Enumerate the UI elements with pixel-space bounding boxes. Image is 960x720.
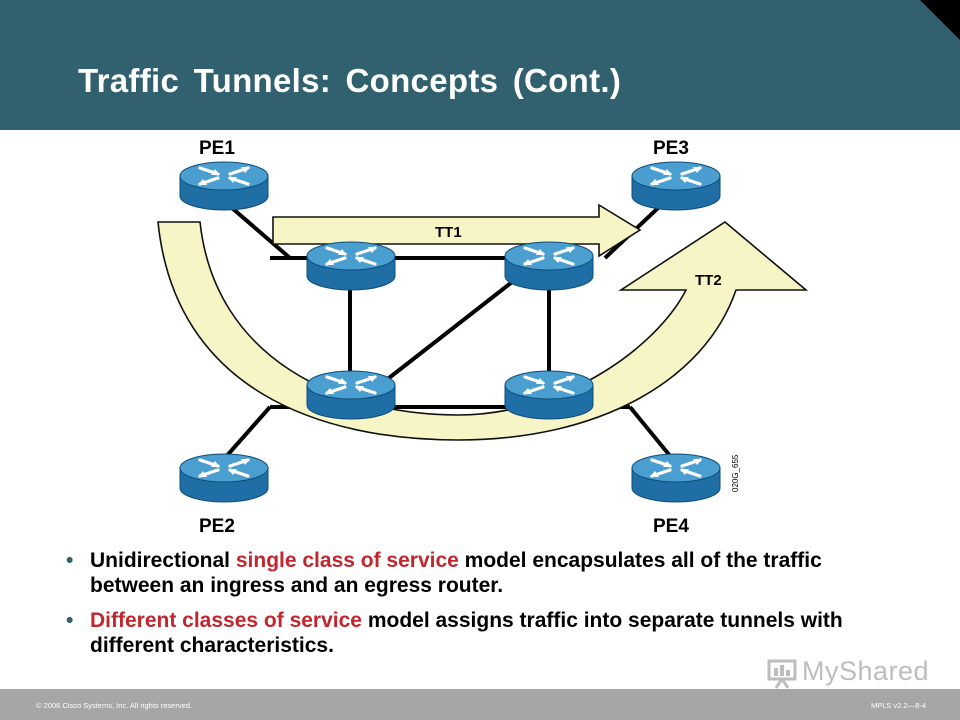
router-pe2-icon [178, 452, 270, 504]
router-p1-icon [305, 240, 397, 292]
router-pe1-icon [178, 160, 270, 212]
bullet-text-pre: Unidirectional [90, 549, 236, 572]
router-p3-icon [305, 369, 397, 421]
router-p4-icon [503, 369, 595, 421]
bullet-item: • Different classes of service model ass… [62, 608, 892, 658]
bullet-item: • Unidirectional single class of service… [62, 548, 892, 598]
link-pe1-p1 [230, 206, 292, 260]
figure-id: 020G_655 [731, 454, 740, 492]
bullet-dot: • [66, 549, 74, 572]
label-tt1: TT1 [435, 224, 462, 241]
label-pe2: PE2 [199, 516, 235, 537]
corner-accent [920, 0, 960, 40]
bullet-highlight: single class of service [235, 549, 459, 572]
footer-bar: © 2006 Cisco Systems, Inc. All rights re… [0, 689, 960, 720]
course-page-id: MPLS v2.2—8-4 [870, 701, 926, 710]
bullet-text-post: model encapsulates all of the traffic be… [90, 549, 822, 597]
presentation-icon [767, 659, 797, 689]
router-p2-icon [503, 240, 595, 292]
bullet-text-post: model assigns traffic into separate tunn… [90, 609, 843, 657]
bullet-highlight: Different classes of service [90, 609, 362, 632]
router-pe3-icon [630, 160, 722, 212]
title-bar: Traffic Tunnels: Concepts (Cont.) [0, 0, 960, 130]
bullet-dot: • [66, 609, 74, 632]
bullet-list: • Unidirectional single class of service… [62, 548, 892, 668]
label-pe1: PE1 [199, 138, 235, 159]
label-pe4: PE4 [653, 516, 689, 537]
watermark-text: MyShared [802, 656, 930, 686]
router-pe4-icon [630, 452, 722, 504]
copyright-text: © 2006 Cisco Systems, Inc. All rights re… [36, 701, 193, 710]
link-p3-p2 [378, 270, 527, 387]
slide-title: Traffic Tunnels: Concepts (Cont.) [78, 62, 622, 99]
label-pe3: PE3 [653, 138, 689, 159]
label-tt2: TT2 [695, 272, 722, 289]
network-diagram: PE1 PE3 PE2 PE4 TT1 TT2 020G_655 [157, 138, 809, 537]
watermark-logo: MyShared [766, 656, 930, 690]
